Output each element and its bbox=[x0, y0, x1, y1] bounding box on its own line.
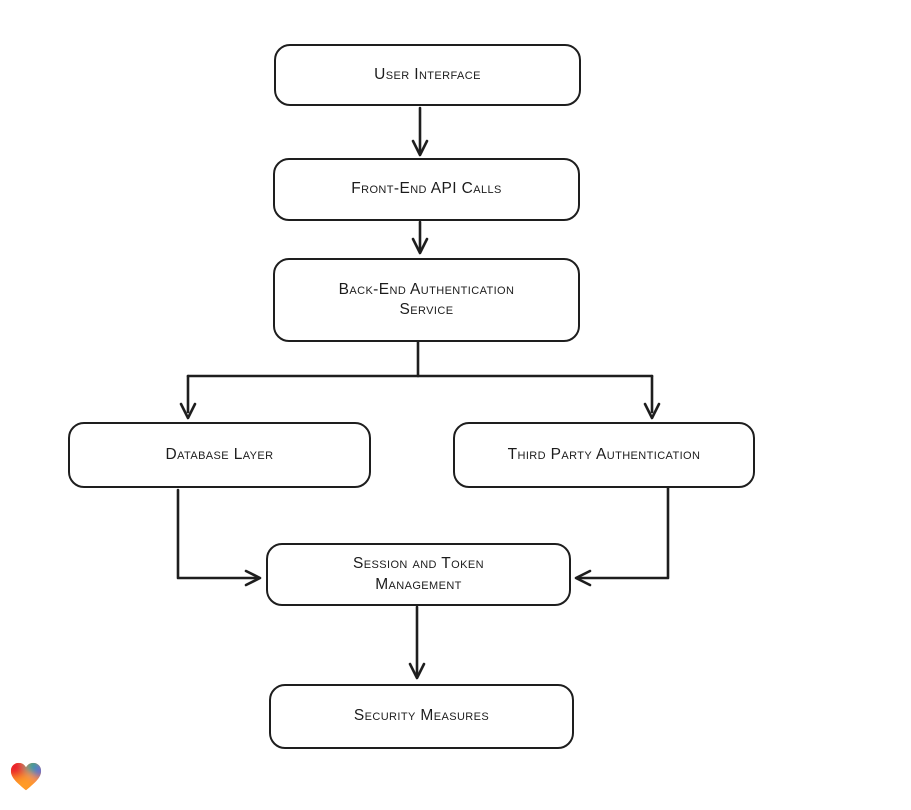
node-database-layer: Database Layer bbox=[68, 422, 371, 488]
edge-front-end-to-back-end bbox=[411, 220, 429, 255]
edge-third-party-to-session bbox=[574, 485, 670, 587]
node-front-end-api-calls: Front-End API Calls bbox=[273, 158, 580, 221]
node-label: Back-End Authentication Service bbox=[338, 280, 515, 318]
node-label: Database Layer bbox=[165, 445, 274, 463]
edge-database-to-session bbox=[176, 488, 262, 587]
arrowhead-down-icon bbox=[179, 402, 197, 420]
edge-session-to-security bbox=[408, 605, 426, 680]
arrowhead-down-icon bbox=[411, 139, 429, 157]
node-label: Security Measures bbox=[353, 707, 490, 725]
edge-back-end-branch bbox=[179, 340, 661, 420]
node-security-measures: Security Measures bbox=[269, 684, 574, 749]
arrowhead-left-icon bbox=[574, 569, 592, 587]
arrowhead-down-icon bbox=[411, 237, 429, 255]
node-label: Front-End API Calls bbox=[351, 180, 502, 198]
node-back-end-authentication-service: Back-End Authentication Service bbox=[273, 258, 580, 342]
node-third-party-authentication: Third Party Authentication bbox=[453, 422, 755, 488]
node-label: User Interface bbox=[374, 65, 481, 83]
heart-icon[interactable] bbox=[9, 760, 43, 794]
node-label: Session and Token Management bbox=[353, 555, 484, 593]
arrowhead-down-icon bbox=[408, 662, 426, 680]
arrowhead-down-icon bbox=[643, 402, 661, 420]
edge-user-interface-to-front-end bbox=[411, 106, 429, 157]
node-label: Third Party Authentication bbox=[507, 445, 701, 463]
arrowhead-right-icon bbox=[244, 569, 262, 587]
node-session-and-token-management: Session and Token Management bbox=[266, 543, 571, 606]
node-user-interface: User Interface bbox=[274, 44, 581, 106]
